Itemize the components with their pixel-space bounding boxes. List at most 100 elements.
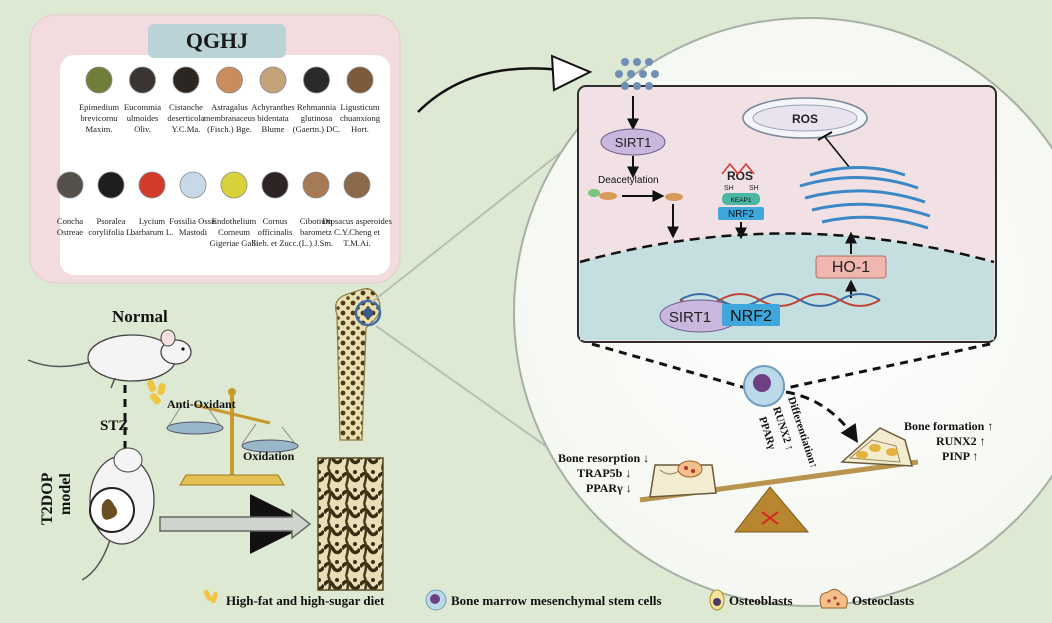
- herb-label: bidentata: [257, 113, 289, 123]
- sh-label-1: SH: [724, 185, 734, 192]
- herb-label: Psoralea: [96, 216, 125, 226]
- legend-diet-label: High-fat and high-sugar diet: [226, 593, 385, 608]
- keap1-nrf2-complex: ROS SH SH KEAP1 NRF2: [718, 162, 764, 220]
- sirt1-nucleus-label: SIRT1: [669, 309, 711, 326]
- herb-label: Mastodi: [179, 227, 208, 237]
- balance-scale-icon: [166, 388, 299, 486]
- herb-photo-icon: [129, 66, 156, 94]
- formation-line3: PINP ↑: [942, 449, 978, 463]
- keap1-label: KEAP1: [731, 197, 752, 204]
- herb-photo-icon: [97, 171, 125, 199]
- bmsc-legend-icon: [425, 589, 447, 611]
- deacetylation-substrate-icon: [588, 189, 683, 202]
- ros-mito-label: ROS: [792, 112, 818, 126]
- herb-photo-icon: [261, 171, 289, 199]
- herb-label: Cibotium: [300, 216, 333, 226]
- herb-label: brevicornu: [80, 113, 118, 123]
- herb-label: Ostreae: [57, 227, 83, 237]
- zoom-dash-right: [767, 342, 991, 394]
- herb-label: Epimedium: [79, 102, 119, 112]
- herb-photo-icon: [302, 171, 330, 199]
- herb-photo-icon: [303, 66, 330, 94]
- ho1-inhibits-ros: [824, 136, 851, 169]
- formula-to-pathway-arrow: [417, 67, 561, 113]
- herb-photo-icon: [56, 171, 84, 199]
- herb-photo-icon: [220, 171, 248, 199]
- herb-label: Sieb. et Zucc.: [251, 238, 298, 248]
- mitochondrion-icon: [742, 97, 868, 139]
- herb-label: barometz: [300, 227, 332, 237]
- bmsc-cell-icon: [743, 365, 785, 407]
- herb-label: Gigeriae Galli: [210, 238, 260, 248]
- herb-label: Hort.: [351, 124, 369, 134]
- legend-osteoblasts-label: Osteoblasts: [729, 593, 793, 608]
- herb-label: glutinosa: [301, 113, 333, 123]
- zoom-dash-left: [591, 342, 761, 394]
- nrf2-nucleus-protein: [722, 304, 780, 326]
- legend-osteoclasts-label: Osteoclasts: [852, 593, 914, 608]
- formation-line1: Bone formation ↑: [904, 419, 993, 433]
- herb-label: Endothelium: [212, 216, 257, 226]
- herb-label: Maxim.: [86, 124, 113, 134]
- herb-label: membranaceus: [204, 113, 256, 123]
- herb-label: chuanxiong: [340, 113, 381, 123]
- osteoclast-legend-icon: [819, 588, 848, 609]
- herb-photo-icon: [85, 66, 113, 94]
- ho1-protein: [815, 255, 887, 279]
- endoplasmic-reticulum-icon: [799, 166, 931, 230]
- legend: High-fat and high-sugar diet Bone marrow…: [203, 588, 914, 611]
- nrf2-nucleus-label: NRF2: [730, 308, 772, 325]
- herb-label: corylifolia L.: [88, 227, 133, 237]
- sirt1-protein: [600, 128, 666, 156]
- herb-label: deserticola: [167, 113, 204, 123]
- herb-label: Dipsacus asperoides: [322, 216, 393, 226]
- resorption-line1: Bone resorption ↓: [558, 451, 649, 465]
- herb-label: Astragalus: [211, 102, 248, 112]
- resorption-line2: TRAP5b ↓: [577, 466, 631, 480]
- herb-photo-icon: [138, 171, 166, 199]
- normal-label: Normal: [112, 307, 168, 326]
- ros-small-label: ROS: [727, 169, 753, 183]
- herb-photo-icon: [172, 66, 200, 94]
- herb-label: Eucommia: [124, 102, 161, 112]
- osteoclast-bone-block: [649, 460, 717, 498]
- formation-line2: RUNX2 ↑: [936, 434, 986, 448]
- herb-label: ulmoides: [127, 113, 159, 123]
- herb-label: Oliv.: [134, 124, 151, 134]
- sirt1-label: SIRT1: [615, 135, 652, 150]
- bmsc-differentiation-arrow: [785, 390, 858, 444]
- diet-pellets-icon: [146, 379, 166, 405]
- trabecular-bone-block: [317, 457, 384, 591]
- deacetylation-label: Deacetylation: [598, 175, 659, 186]
- anti-oxidant-label: Anti-Oxidant: [167, 397, 236, 411]
- herb-label: Corneum: [218, 227, 250, 237]
- herb-label: Cistanche: [169, 102, 203, 112]
- herb-label: Fossilia Ossis: [169, 216, 217, 226]
- herb-label: barbarum L.: [131, 227, 173, 237]
- herb-photo-icon: [216, 66, 243, 94]
- herb-label: (Fisch.) Bge.: [207, 124, 252, 134]
- resorption-text-group: Bone resorption ↓ TRAP5b ↓ PPARγ ↓: [558, 451, 649, 495]
- stz-label: STZ: [100, 418, 128, 434]
- herb-label: officinalis: [258, 227, 293, 237]
- femur-bone-icon: [335, 288, 382, 441]
- qghj-particles-icon: [615, 58, 659, 90]
- herb-label: C.Y.Cheng et: [334, 227, 381, 237]
- t2dop-label-line1: T2DOP: [39, 472, 56, 525]
- herb-photo-icon: [179, 171, 207, 199]
- herb-label: T.M.Ai.: [343, 238, 370, 248]
- herb-photo-icon: [259, 66, 287, 94]
- oxidation-label: Oxidation: [243, 449, 295, 463]
- nrf2-label: NRF2: [728, 209, 755, 220]
